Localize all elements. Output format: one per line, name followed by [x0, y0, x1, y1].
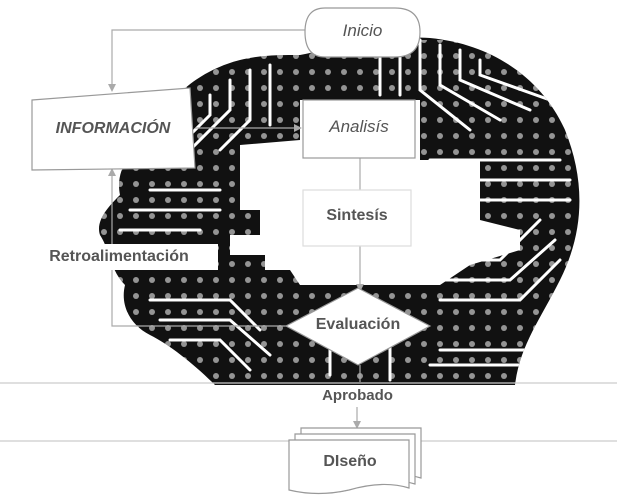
- start-shape: [304, 7, 421, 58]
- connector-feedback-loop: [111, 172, 290, 327]
- approved-label-bg: [295, 385, 420, 407]
- analysis-label: Analisís: [329, 117, 389, 136]
- arrowhead: [108, 84, 116, 92]
- information-box: [31, 87, 196, 171]
- information-label: INFORMACIÓN: [55, 120, 171, 137]
- connector-start-to-information: [111, 29, 305, 88]
- analysis-box: [302, 99, 416, 159]
- arrowhead: [353, 421, 361, 429]
- synthesis-label: Sintesís: [326, 207, 388, 224]
- evaluation-label: Evaluación: [315, 316, 401, 333]
- flow-shapes: [20, 7, 432, 407]
- design-label: DIseño: [323, 453, 377, 470]
- synthesis-box: [302, 189, 412, 247]
- feedback-label-bg: [20, 244, 218, 270]
- arrowhead: [356, 284, 364, 292]
- approved-label: Aprobado: [322, 387, 393, 404]
- design-document-stack: [288, 427, 422, 495]
- feedback-label: Retroalimentación: [49, 248, 189, 265]
- arrowhead: [108, 168, 116, 176]
- start-label: Inicio: [342, 21, 383, 40]
- arrowhead: [294, 124, 302, 132]
- evaluation-diamond: [284, 287, 432, 366]
